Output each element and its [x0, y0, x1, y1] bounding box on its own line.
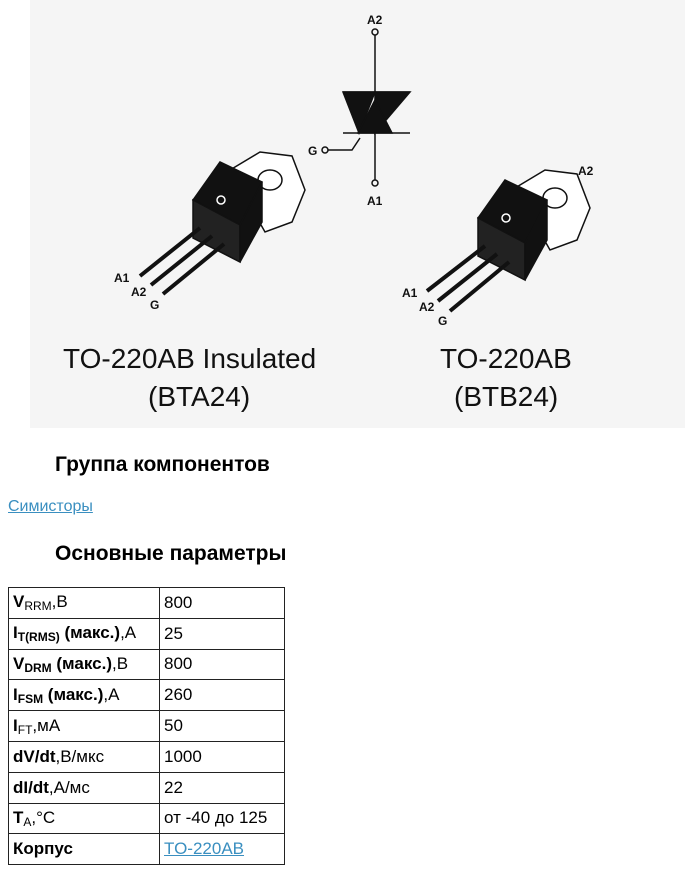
- left-pin-a2: A2: [131, 285, 147, 299]
- param-value: 25: [164, 623, 183, 643]
- param-name: VRRM,В: [8, 587, 160, 619]
- right-caption-line2: (BTB24): [454, 381, 558, 412]
- symbol-gate-label: G: [308, 144, 317, 158]
- param-value: от -40 до 125: [164, 808, 268, 828]
- param-name: TA,°C: [8, 802, 160, 835]
- param-unit: ,А/мс: [48, 777, 90, 797]
- param-symbol: I: [13, 715, 18, 735]
- right-package-drawing: [425, 169, 591, 313]
- right-pin-g: G: [438, 314, 447, 328]
- param-value: 50: [164, 716, 183, 736]
- param-unit: ,В/мкс: [55, 746, 105, 766]
- param-unit: ,В: [112, 653, 129, 673]
- param-value: 800: [164, 654, 193, 674]
- triac-package-figure: A2 A1 G A1 A2 G TO-220AB Insulated (BTA2…: [30, 0, 685, 428]
- param-symbol: T: [13, 807, 24, 827]
- param-symbol: I: [13, 684, 18, 704]
- param-unit: ,°C: [31, 807, 56, 827]
- triac-symbol: [321, 28, 412, 187]
- symbol-a2-label: A2: [367, 13, 383, 27]
- param-value-cell: 800: [159, 648, 285, 681]
- symbol-a1-label: A1: [367, 194, 383, 208]
- param-subscript: A: [23, 814, 32, 829]
- param-value-cell: 260: [159, 679, 285, 712]
- param-subscript: RRM: [24, 599, 52, 614]
- param-value-cell: 25: [159, 617, 285, 650]
- left-caption-line2: (BTA24): [148, 381, 250, 412]
- param-value-cell: 22: [159, 771, 285, 804]
- param-unit: ,А: [103, 684, 120, 704]
- package-link[interactable]: TO-220AB: [164, 839, 245, 859]
- right-tab-a2: A2: [578, 164, 594, 178]
- param-value-cell: от -40 до 125: [159, 802, 285, 835]
- left-caption-line1: TO-220AB Insulated: [63, 343, 316, 374]
- left-package-drawing: [138, 151, 306, 296]
- param-name: IFT,мА: [8, 710, 160, 742]
- param-value: 800: [164, 592, 193, 612]
- param-symbol: I: [13, 623, 18, 643]
- right-caption-line1: TO-220AB: [440, 343, 572, 374]
- right-pin-a2: A2: [419, 300, 435, 314]
- param-name: VDRM (макс.),В: [8, 648, 160, 681]
- param-unit: ,мА: [32, 715, 61, 735]
- param-value: 260: [164, 685, 193, 705]
- param-value-cell: 800: [159, 587, 285, 619]
- param-symbol: dI/dt: [13, 777, 49, 797]
- param-subscript: FSM: [17, 691, 44, 706]
- param-qualifier: (макс.): [51, 653, 112, 673]
- param-subscript: DRM: [24, 660, 52, 675]
- param-symbol: dV/dt: [13, 746, 56, 766]
- param-name: IT(RMS) (макс.),А: [8, 617, 160, 650]
- param-name: dI/dt,А/мс: [8, 771, 160, 804]
- right-pin-a1: A1: [402, 286, 418, 300]
- param-subscript: T(RMS): [17, 630, 60, 645]
- triac-diagram: A2 A1 G A1 A2 G TO-220AB Insulated (BTA2…: [63, 13, 594, 412]
- left-pin-a1: A1: [114, 271, 130, 285]
- param-symbol: V: [13, 592, 25, 612]
- param-value: 22: [164, 777, 183, 797]
- params-heading: Основные параметры: [55, 542, 287, 565]
- param-value-cell: 1000: [159, 740, 285, 773]
- param-unit: ,В: [51, 592, 68, 612]
- param-value-cell: 50: [159, 710, 285, 742]
- param-qualifier: (макс.): [43, 684, 104, 704]
- group-heading: Группа компонентов: [55, 453, 270, 476]
- param-symbol: V: [13, 653, 25, 673]
- param-value: 1000: [164, 746, 202, 766]
- table-row: Корпус TO-220AB: [8, 833, 285, 866]
- param-subscript: FT: [17, 722, 33, 737]
- param-unit: ,А: [120, 623, 137, 643]
- left-pin-g: G: [150, 298, 159, 312]
- param-value-cell: TO-220AB: [159, 833, 285, 866]
- param-symbol: Корпус: [13, 839, 73, 859]
- param-qualifier: (макс.): [59, 623, 121, 643]
- param-name: Корпус: [8, 833, 160, 866]
- param-name: dV/dt,В/мкс: [8, 740, 160, 773]
- triacs-category-link[interactable]: Симисторы: [8, 498, 93, 515]
- param-name: IFSM (макс.),А: [8, 679, 160, 712]
